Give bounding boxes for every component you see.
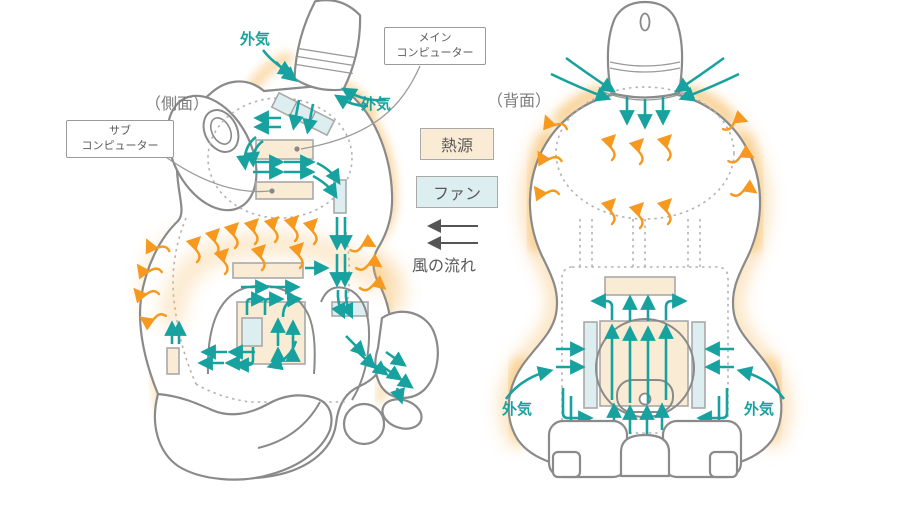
eye-icon <box>202 109 240 153</box>
sub-computer-heat <box>255 181 314 200</box>
caster-right <box>708 450 739 479</box>
sub-computer-line2: コンピューター <box>81 138 159 152</box>
front-heat-box <box>166 347 180 375</box>
side-face <box>166 94 258 212</box>
torso-heat-strip <box>232 262 304 279</box>
torso-fan <box>241 317 263 347</box>
main-computer-line1: メイン <box>418 31 452 44</box>
back-feet <box>547 419 743 479</box>
neck-fan <box>333 179 347 214</box>
back-view <box>501 0 789 479</box>
side-horn <box>293 0 362 92</box>
side-wheel <box>342 402 386 446</box>
side-foot <box>153 392 333 481</box>
callout-leaders <box>162 65 421 193</box>
back-fan-left <box>583 321 598 409</box>
outside-air-label-side-top: 外気 <box>240 30 271 48</box>
legend-airflow-label: 風の流れ <box>412 256 477 275</box>
back-heat-strip <box>604 276 676 296</box>
caster-left <box>551 450 582 479</box>
sub-computer-line1: サブ <box>109 124 131 137</box>
side-lower-shapes <box>153 284 439 481</box>
main-computer-line2: コンピューター <box>396 45 474 59</box>
tail-cover <box>619 433 671 478</box>
legend-heat-source: 熱源 <box>420 128 494 160</box>
airflow-direction-arrows <box>427 219 478 250</box>
legend-fan: ファン <box>416 176 498 208</box>
main-computer-heat <box>255 139 314 160</box>
outside-air-label-back-left: 外気 <box>502 400 533 418</box>
sub-computer-callout: サブ コンピューター <box>66 120 174 158</box>
outside-air-label-back-right: 外気 <box>744 400 775 418</box>
side-arm-tip <box>381 398 423 430</box>
back-view-caption: （背面） <box>487 91 552 110</box>
main-computer-callout: メイン コンピューター <box>384 27 486 65</box>
side-view <box>136 0 439 481</box>
outside-air-label-side-right: 外気 <box>361 95 392 113</box>
horn-hole-icon <box>639 12 651 32</box>
side-view-caption: （側面） <box>145 94 210 113</box>
side-airflow-arrows <box>164 49 414 405</box>
back-horn <box>602 0 688 101</box>
